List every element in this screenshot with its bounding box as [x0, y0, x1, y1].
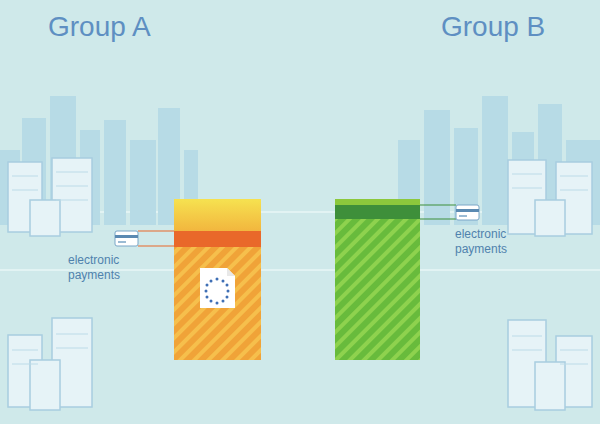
group-title: Group A: [48, 10, 151, 44]
group-title: Group B: [441, 10, 545, 44]
payment-label: electronic payments: [455, 227, 529, 257]
payment-label: electronic payments: [68, 253, 142, 283]
